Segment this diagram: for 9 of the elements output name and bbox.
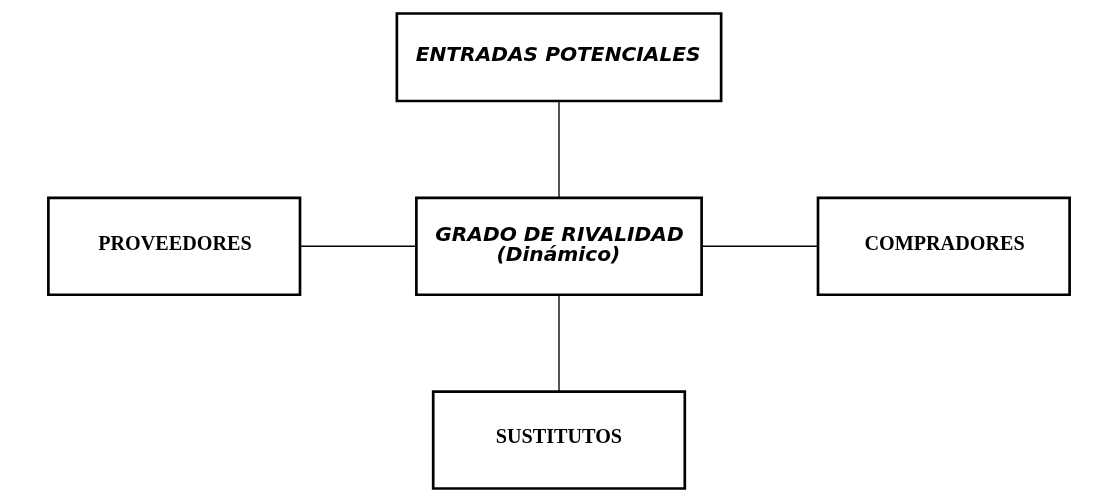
node-box: COMPRADORES [816,196,1071,297]
node-box: ENTRADAS POTENCIALES [395,12,723,103]
connector [299,245,417,247]
connector [558,100,560,199]
node-box: PROVEEDORES [47,196,302,297]
node-box: SUSTITUTOS [431,390,687,490]
node-box: GRADO DE RIVALIDAD (Dinámico) [415,196,703,297]
connector [701,245,819,247]
connector [558,294,560,393]
